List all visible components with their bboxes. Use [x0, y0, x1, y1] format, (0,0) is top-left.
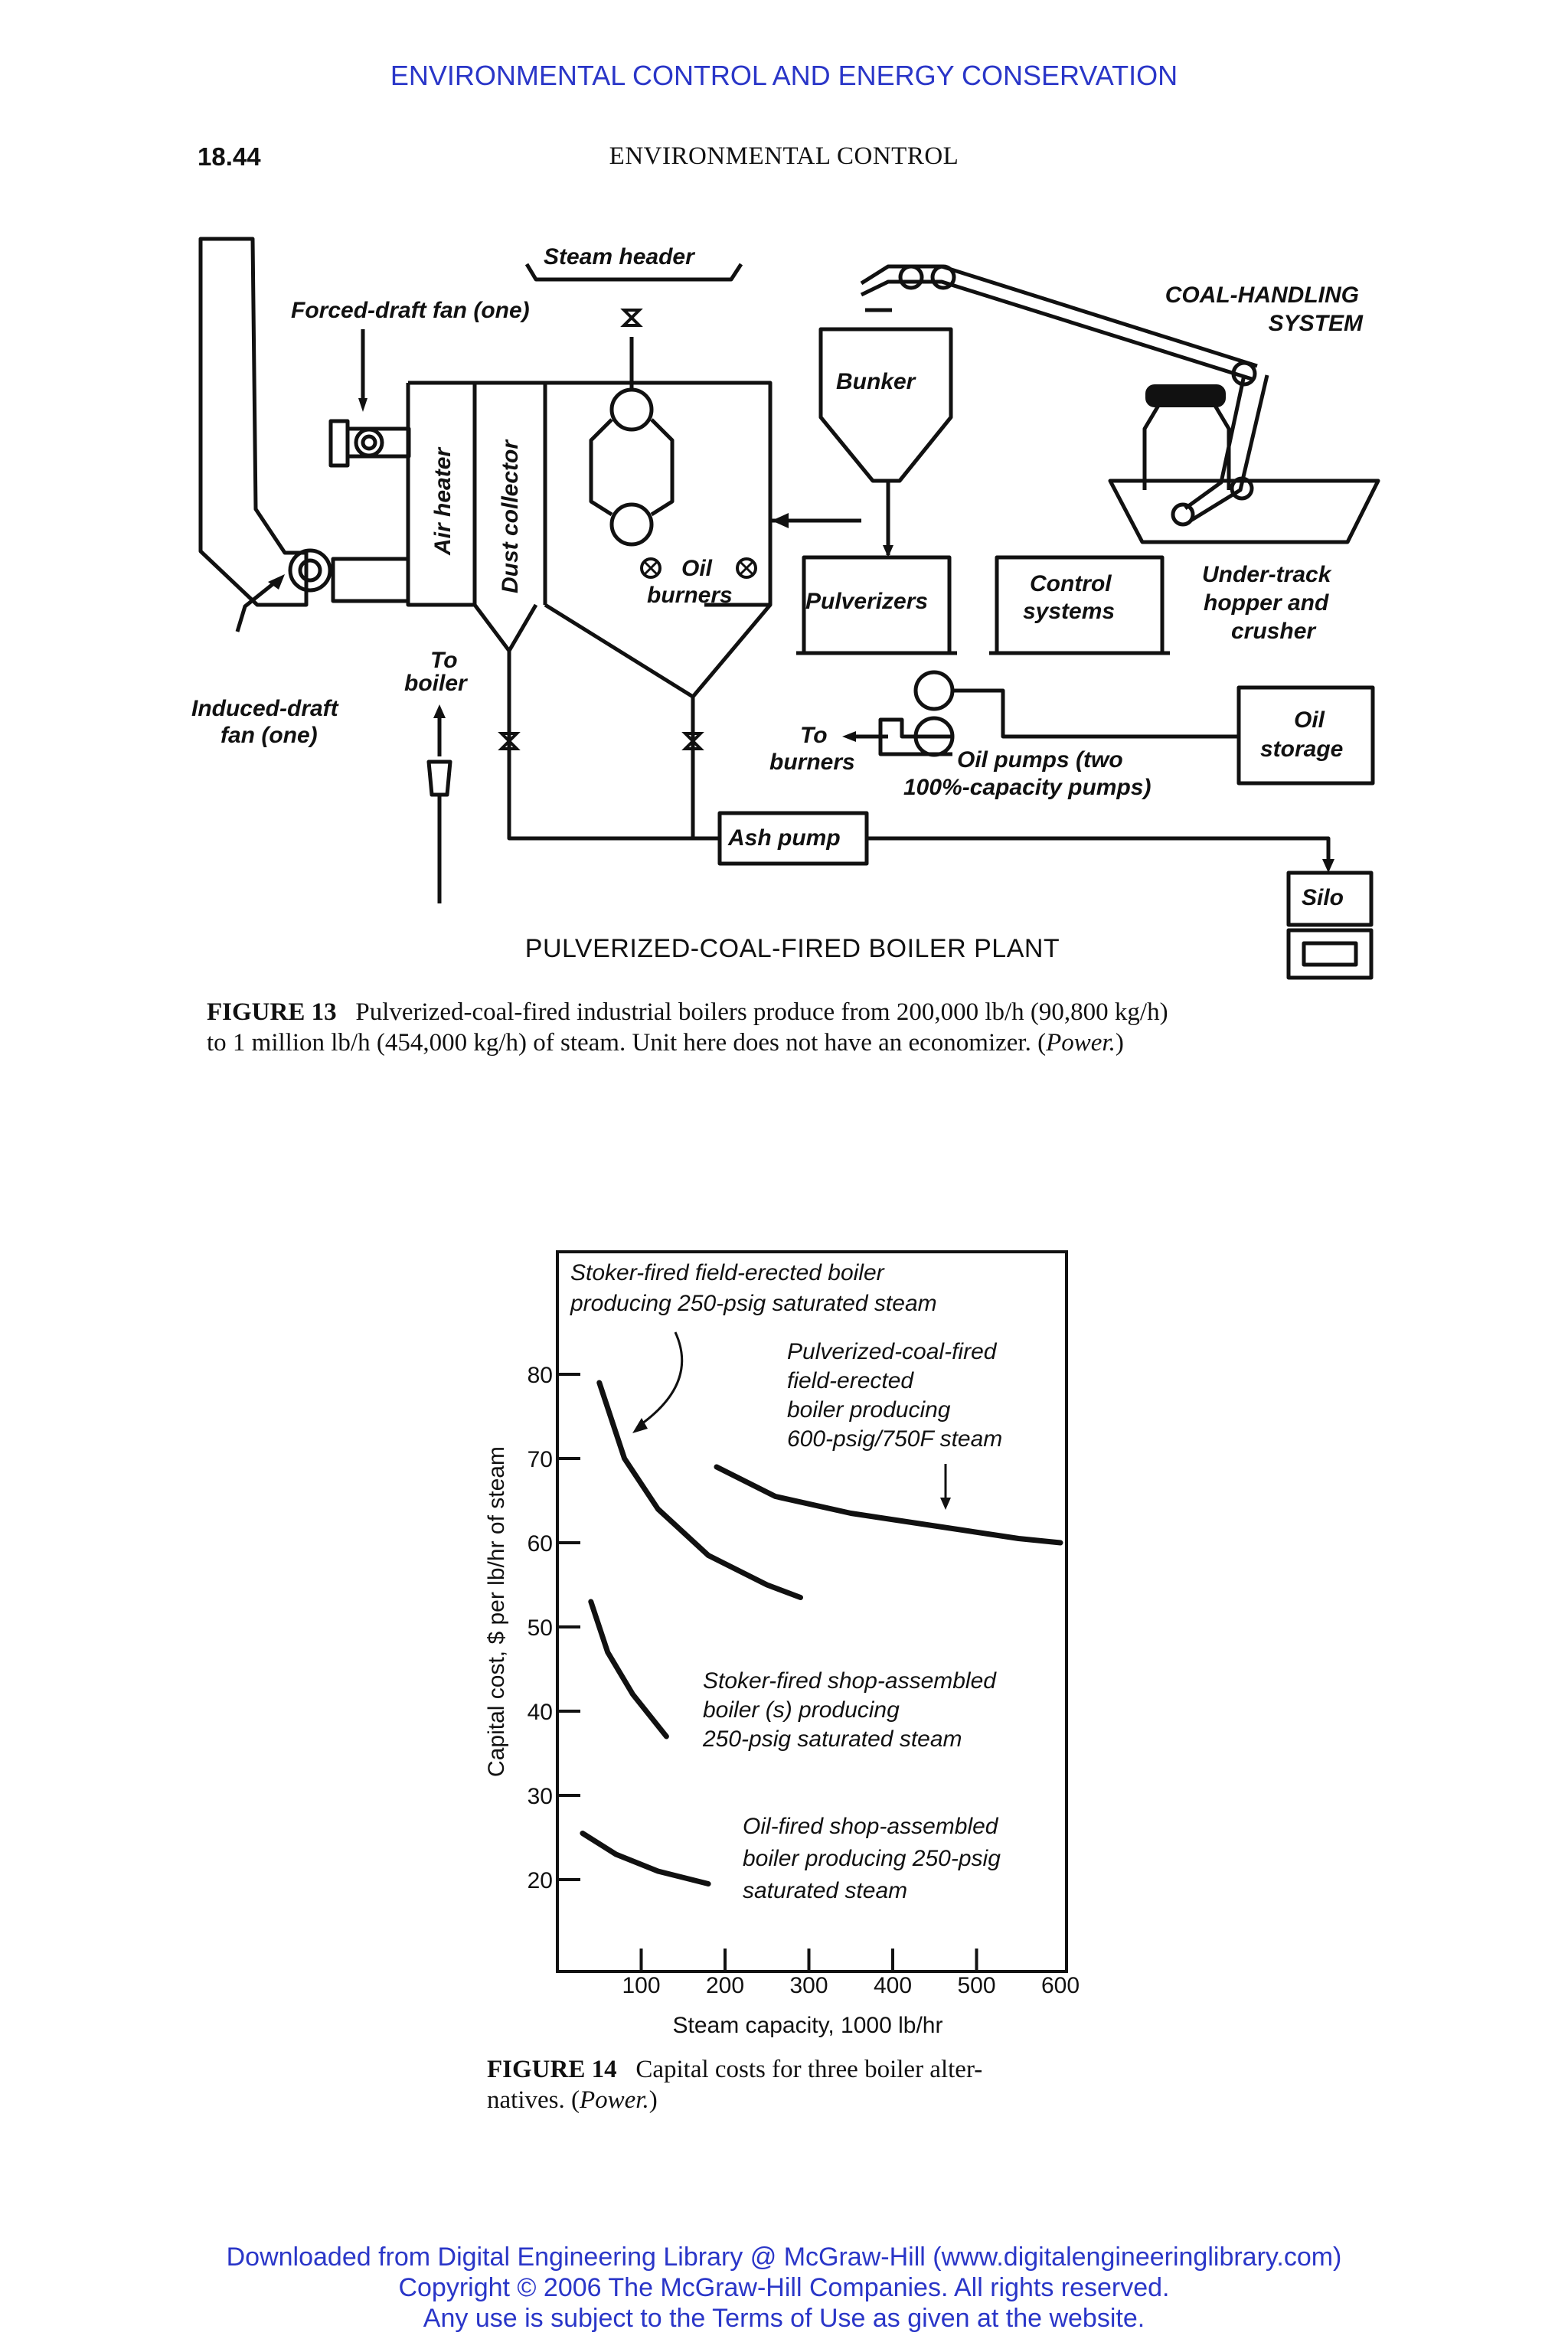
pulverizers-label: Pulverizers: [805, 589, 928, 614]
to-burners-label-1: To: [800, 723, 828, 748]
induced-draft-label-1: Induced-draft: [191, 696, 340, 721]
x-tick-label: 400: [874, 1973, 912, 1998]
to-boiler-label-1: To: [430, 648, 458, 673]
figure-13-source: Power.: [1046, 1029, 1116, 1057]
steam-header-label: Steam header: [544, 244, 696, 270]
annotation-line: 600-psig/750F steam: [787, 1426, 1002, 1452]
figure-13-label: FIGURE 13: [207, 998, 337, 1026]
y-tick-label: 20: [528, 1868, 553, 1893]
annotation-line: Stoker-fired shop-assembled: [703, 1668, 997, 1694]
x-tick-label: 500: [957, 1973, 995, 1998]
oil-burners-label-1: Oil: [681, 556, 713, 581]
figure-14-caption-text-2: natives. (: [487, 2086, 580, 2114]
bunker-label: Bunker: [836, 369, 917, 394]
oil-burners-label-2: burners: [647, 583, 733, 608]
footer-line-1: Downloaded from Digital Engineering Libr…: [226, 2243, 1342, 2272]
forced-draft-fan-label: Forced-draft fan (one): [291, 298, 530, 323]
oil-storage-label-1: Oil: [1294, 707, 1325, 733]
annotation-line: boiler producing 250-psig: [743, 1846, 1001, 1871]
figure-14-caption-text-1: Capital costs for three boiler alter-: [635, 2056, 983, 2083]
figure-13-title: PULVERIZED-COAL-FIRED BOILER PLANT: [525, 934, 1060, 963]
oil-pumps-label-2: 100%-capacity pumps): [903, 775, 1151, 800]
figure-14-caption-text-3: ): [648, 2086, 658, 2114]
pulverized-coal-curve: [714, 1464, 1063, 1546]
dust-collector-label: Dust collector: [498, 439, 523, 593]
figure-13-diagram: Steam header Forced-draft fan (one) COAL…: [191, 237, 1380, 980]
page-header: ENVIRONMENTAL CONTROL AND ENERGY CONSERV…: [390, 60, 1178, 91]
ash-pump-label: Ash pump: [727, 825, 841, 851]
x-tick-label: 300: [789, 1973, 828, 1998]
induced-draft-label-2: fan (one): [220, 723, 318, 748]
figure-14-label: FIGURE 14: [487, 2056, 617, 2083]
y-tick-label: 30: [528, 1784, 553, 1809]
under-track-label-2: hopper and: [1204, 590, 1329, 616]
oil-pumps-label-1: Oil pumps (two: [957, 747, 1123, 773]
footer-line-3: Any use is subject to the Terms of Use a…: [423, 2304, 1145, 2333]
figure-13-caption: FIGURE 13 Pulverized-coal-fired industri…: [207, 997, 1363, 1058]
oil-storage-label-2: storage: [1260, 737, 1343, 762]
annotation-line: boiler producing: [787, 1397, 951, 1423]
silo-label: Silo: [1302, 885, 1344, 910]
figure-14-caption: FIGURE 14 Capital costs for three boiler…: [487, 2054, 1084, 2115]
x-tick-label: 200: [706, 1973, 744, 1998]
x-tick-label: 100: [622, 1973, 660, 1998]
coal-handling-label-1: COAL-HANDLING: [1165, 283, 1359, 308]
annotation-line: field-erected: [787, 1368, 914, 1393]
under-track-label-1: Under-track: [1202, 562, 1332, 587]
annotation-line: Stoker-fired field-erected boiler: [570, 1260, 885, 1285]
footer-line-2: Copyright © 2006 The McGraw-Hill Compani…: [398, 2273, 1170, 2302]
coal-handling-label-2: SYSTEM: [1269, 311, 1364, 336]
figure-13-caption-text-1: Pulverized-coal-fired industrial boilers…: [355, 998, 1168, 1026]
y-tick-label: 80: [528, 1363, 553, 1388]
stoker-shop-assembled-curve: [588, 1599, 669, 1740]
x-axis-label: Steam capacity, 1000 lb/hr: [673, 2013, 943, 2038]
annotation-line: producing 250-psig saturated steam: [570, 1291, 937, 1316]
air-heater-label: Air heater: [430, 446, 456, 556]
oil-fired-curve: [580, 1831, 711, 1886]
y-tick-label: 40: [528, 1700, 553, 1725]
control-systems-label-1: Control: [1030, 571, 1112, 596]
annotation-line: boiler (s) producing: [703, 1697, 900, 1723]
figure-14-chart: 20 30 40 50 60 70 80 100 200 300 400 500 600 Stoker…: [484, 1250, 1080, 2038]
page-number: 18.44: [198, 142, 261, 171]
figure-13-caption-text-3: ): [1115, 1029, 1124, 1057]
figure-13-caption-text-2: to 1 million lb/h (454,000 kg/h) of stea…: [207, 1029, 1047, 1057]
figure-14-caption-line-1: FIGURE 14 Capital costs for three boiler…: [487, 2054, 1084, 2085]
control-systems-label-2: systems: [1023, 599, 1115, 624]
figure-14-source: Power.: [579, 2086, 649, 2114]
x-tick-label: 600: [1041, 1973, 1080, 1998]
annotation-line: Oil-fired shop-assembled: [743, 1814, 999, 1839]
y-tick-label: 50: [528, 1615, 553, 1641]
running-head: ENVIRONMENTAL CONTROL: [609, 142, 959, 170]
stoker-field-erected-curve: [596, 1380, 803, 1600]
figure-13-caption-line-1: FIGURE 13 Pulverized-coal-fired industri…: [207, 997, 1363, 1027]
y-axis-label: Capital cost, $ per lb/hr of steam: [484, 1446, 509, 1777]
figure-13-caption-line-2: to 1 million lb/h (454,000 kg/h) of stea…: [207, 1027, 1363, 1058]
annotation-line: saturated steam: [743, 1878, 907, 1903]
stoker-field-arrow: [639, 1331, 684, 1427]
to-burners-label-2: burners: [769, 750, 855, 775]
annotation-line: Pulverized-coal-fired: [787, 1339, 998, 1364]
chart-frame: [556, 1250, 1068, 1973]
annotation-line: 250-psig saturated steam: [702, 1726, 962, 1752]
y-tick-label: 70: [528, 1447, 553, 1472]
y-tick-label: 60: [528, 1531, 553, 1557]
under-track-label-3: crusher: [1231, 619, 1317, 644]
figure-14-caption-line-2: natives. (Power.): [487, 2085, 1084, 2115]
to-boiler-label-2: boiler: [404, 671, 469, 696]
